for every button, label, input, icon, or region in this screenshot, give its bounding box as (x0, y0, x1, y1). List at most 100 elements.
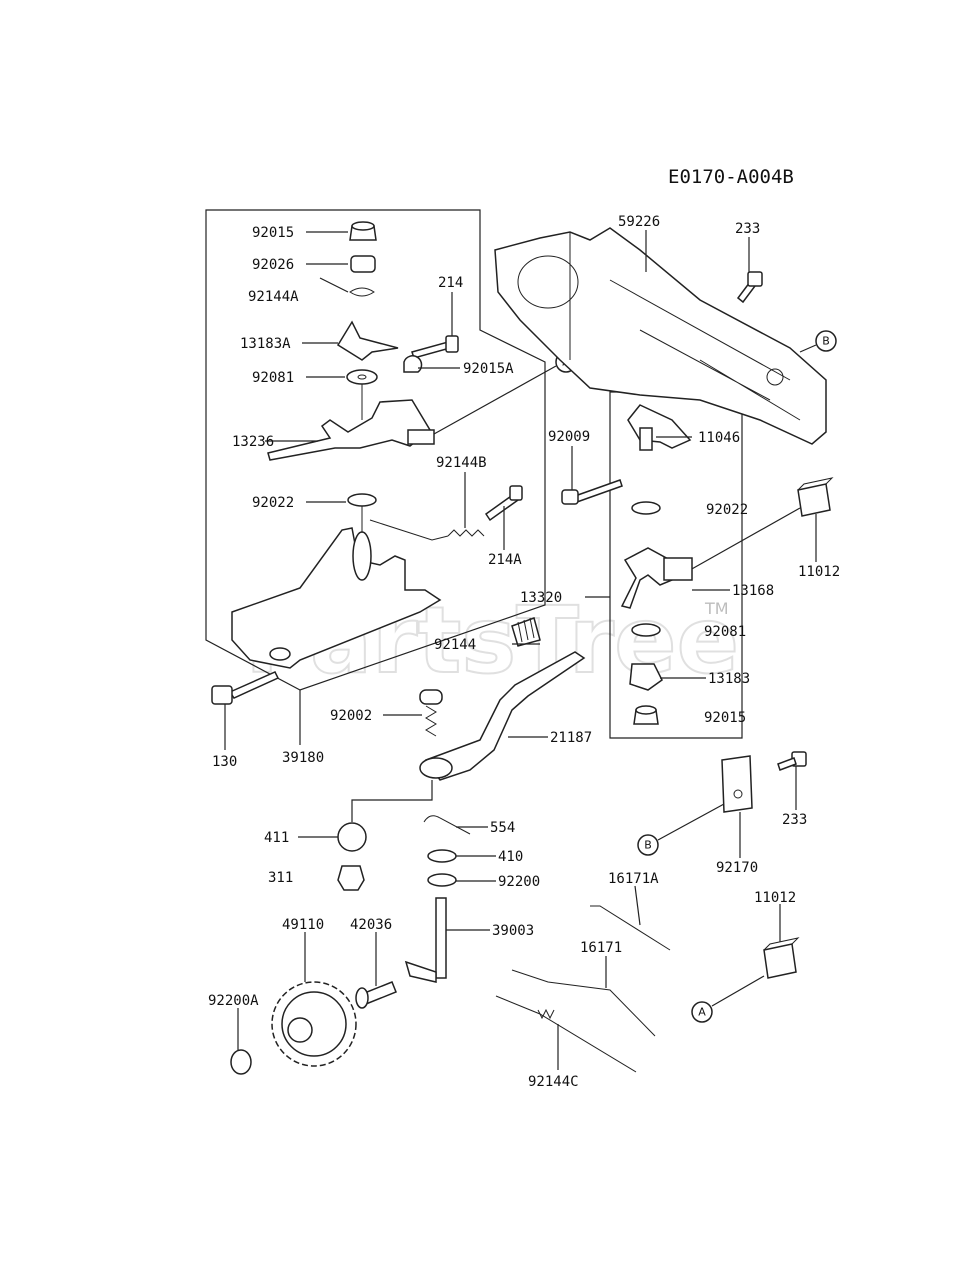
nut-92015-top (351, 221, 375, 231)
leader-16171A (634, 885, 641, 926)
spring-92144B[interactable] (447, 529, 485, 537)
bracket-11046-post (639, 427, 653, 451)
link-92144B (369, 519, 449, 541)
bolt-214-shank (411, 341, 451, 359)
bolt-214[interactable] (445, 335, 459, 353)
label-13320: 13320 (520, 590, 562, 606)
nut-311[interactable] (337, 865, 365, 891)
sleeve-11012-bottom[interactable] (763, 943, 797, 979)
pin-92002-spring (425, 705, 437, 737)
bolt-233-top[interactable] (747, 271, 763, 287)
label-92144: 92144 (434, 637, 476, 653)
rod-92144C-spring (537, 1008, 555, 1020)
lever-13236-tab (407, 429, 435, 445)
label-92015-top: 92015 (252, 225, 294, 241)
pin-92002[interactable] (419, 689, 443, 705)
label-92015A: 92015A (463, 361, 514, 377)
label-92081-right: 92081 (704, 624, 746, 640)
label-92170: 92170 (716, 860, 758, 876)
washer-92200A[interactable] (230, 1049, 252, 1075)
collar-92026[interactable] (350, 255, 376, 273)
label-92002: 92002 (330, 708, 372, 724)
spring-92144A[interactable] (349, 287, 375, 297)
bracket-11046[interactable] (627, 404, 692, 449)
label-130: 130 (212, 754, 237, 770)
pin-42036-head (355, 987, 369, 1009)
washer-92081-right[interactable] (631, 623, 661, 637)
bracket-92170[interactable] (721, 755, 753, 813)
spring-92144-coils (517, 617, 535, 643)
leader-ref-b-bottom (657, 803, 725, 841)
plate-13183A[interactable] (336, 320, 399, 361)
clip-554[interactable] (423, 815, 471, 835)
diagram-code: E0170-A004B (668, 166, 794, 188)
watermark-trademark: TM (704, 599, 729, 618)
label-92081-left: 92081 (252, 370, 294, 386)
arm-21187[interactable] (424, 651, 586, 781)
label-233-top: 233 (735, 221, 760, 237)
ref-marker-b-bottom[interactable] (637, 834, 659, 856)
label-554: 554 (490, 820, 515, 836)
link-11012-top (689, 507, 801, 571)
label-59226: 59226 (618, 214, 660, 230)
ref-marker-a-bottom-label: A (698, 1006, 706, 1019)
screw-92009-shank (574, 479, 623, 503)
label-92200: 92200 (498, 874, 540, 890)
washer-92200[interactable] (427, 873, 457, 887)
label-92009: 92009 (548, 429, 590, 445)
bolt-214A[interactable] (509, 485, 523, 501)
leader-ref-b-top (799, 344, 817, 353)
label-16171A: 16171A (608, 871, 659, 887)
bracket-39180[interactable] (231, 527, 442, 669)
screw-92009[interactable] (561, 489, 579, 505)
ref-marker-a-bottom[interactable] (691, 1001, 713, 1023)
rod-16171A[interactable] (590, 905, 671, 951)
sleeve-11012-top-edge (797, 477, 834, 491)
bolt-130[interactable] (211, 685, 233, 705)
washer-410[interactable] (427, 849, 457, 863)
housing-59226-hole (766, 368, 784, 386)
nut-92015-right-top (635, 705, 657, 715)
sleeve-11012-top[interactable] (797, 483, 831, 517)
label-92144A: 92144A (248, 289, 299, 305)
label-13236: 13236 (232, 434, 274, 450)
label-11012-bottom: 11012 (754, 890, 796, 906)
ref-marker-b-bottom-label: B (644, 839, 652, 852)
label-11012-top: 11012 (798, 564, 840, 580)
leader-ref-a-bottom (711, 975, 765, 1007)
label-42036: 42036 (350, 917, 392, 933)
housing-59226-boss (517, 255, 579, 309)
bracket-39180-hole (269, 647, 291, 661)
assembly-bracket-left (205, 209, 546, 691)
arm-21187-hub (419, 757, 453, 779)
shaft-39003[interactable] (435, 897, 447, 979)
label-92026: 92026 (252, 257, 294, 273)
label-13183: 13183 (708, 671, 750, 687)
label-311: 311 (268, 870, 293, 886)
label-92144C: 92144C (528, 1074, 579, 1090)
plate-13183[interactable] (629, 663, 663, 691)
ref-marker-b-top[interactable] (815, 330, 837, 352)
shaft-39003-tab (404, 960, 437, 983)
lever-13168[interactable] (620, 547, 673, 609)
washer-92081-left[interactable] (346, 369, 378, 385)
label-39003: 39003 (492, 923, 534, 939)
bracket-92170-hole (733, 789, 743, 799)
sleeve-11012-bottom-edge (763, 937, 800, 951)
washer-92022-left[interactable] (347, 493, 377, 507)
label-13168: 13168 (732, 583, 774, 599)
nut-92015A[interactable] (403, 355, 423, 373)
bracket-39180-spring (352, 531, 372, 581)
rod-92144C[interactable] (495, 995, 637, 1073)
washer-411[interactable] (337, 822, 367, 852)
link-21187-411 (351, 780, 433, 822)
washer-92022-right[interactable] (631, 501, 661, 515)
bolt-233-right-shank (777, 757, 797, 771)
lever-13236[interactable] (267, 399, 431, 461)
label-411: 411 (264, 830, 289, 846)
rod-16171[interactable] (511, 969, 656, 1037)
label-21187: 21187 (550, 730, 592, 746)
gear-49110-hub (287, 1017, 313, 1043)
label-92144B: 92144B (436, 455, 487, 471)
